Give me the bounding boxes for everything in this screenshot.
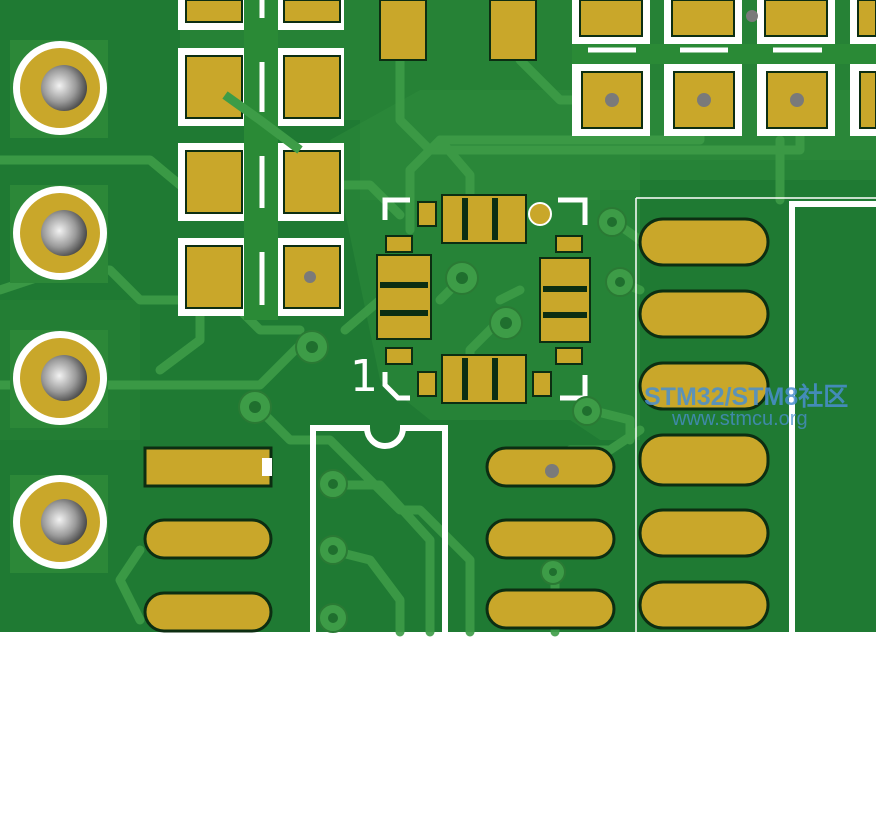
connector-outline (635, 197, 876, 632)
through-hole-pads (10, 40, 108, 573)
oval-pads-right (638, 217, 770, 630)
watermark-title: STM32/STM8社区 (644, 383, 849, 411)
pad1-silk (262, 458, 272, 476)
watermark-url: www.stmcu.org (672, 408, 808, 430)
top-edge-pads (379, 0, 876, 136)
soic-outline (310, 425, 448, 632)
oval-pads-left (143, 446, 273, 633)
pin1-marker: 1 (350, 351, 378, 402)
qfn-ic (376, 194, 591, 404)
smd-pad-grid (178, 0, 344, 320)
pad-via (545, 464, 559, 478)
vias (238, 207, 635, 633)
